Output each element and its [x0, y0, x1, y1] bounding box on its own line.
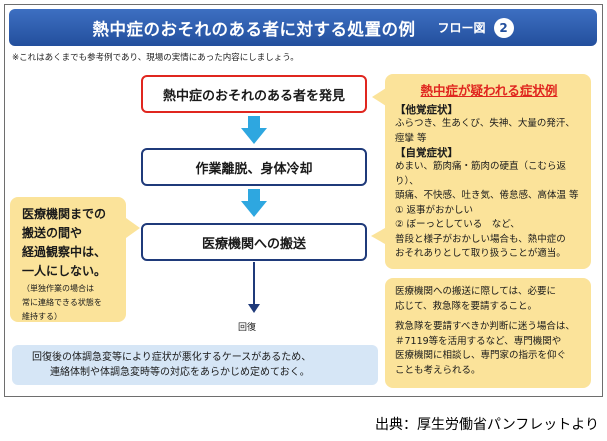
- arrow-down-icon: [241, 116, 267, 144]
- symptom-line: ② ぼーっとしている など、: [395, 219, 520, 230]
- symptoms-callout: 熱中症が疑われる症状例 【他覚症状】 ふらつき、生あくび、失神、大量の発汗、 痙…: [385, 74, 591, 269]
- transport-note-line: ことも考えられる。: [395, 364, 481, 376]
- callout-sub-line: （単独作業の場合は: [22, 284, 94, 293]
- callout-pointer: [371, 228, 385, 244]
- disclaimer-note: ※これはあくまでも参考例であり、現場の実情にあった内容にしましょう。: [12, 53, 299, 63]
- symptoms-title: 熱中症が疑われる症状例: [420, 83, 558, 98]
- transport-callout: 医療機関への搬送に際しては、必要に 応じて、救急隊を要請すること。 救急隊を要請…: [385, 278, 591, 388]
- objective-symptoms-heading: 【他覚症状】: [395, 104, 458, 116]
- symptom-line: ① 返事がおかしい: [395, 204, 474, 216]
- after-recovery-line: 連絡体制や体調急変時等の対応をあらかじめ定めておく。: [50, 367, 310, 378]
- symptom-line: 痙攣 等: [395, 132, 427, 144]
- callout-pointer: [372, 88, 386, 106]
- flow-end-recovery: 回復: [238, 323, 257, 333]
- callout-sub-line: 維持する）: [22, 312, 62, 321]
- after-recovery-note: 回復後の体調急変等により症状が悪化するケースがあるため、 連絡体制や体調急変時等…: [12, 345, 378, 385]
- callout-pointer: [126, 218, 140, 238]
- after-recovery-line: 回復後の体調急変等により症状が悪化するケースがあるため、: [32, 352, 312, 363]
- flow-step-discover: 熱中症のおそれのある者を発見: [141, 75, 367, 113]
- transport-note-line: 応じて、救急隊を要請すること。: [395, 300, 538, 312]
- symptom-line: 普段と様子がおかしい場合も、熱中症の: [395, 233, 566, 245]
- transport-note-line: ＃7119等を活用するなど、専門機関や: [395, 335, 562, 347]
- callout-main-line: 一人にしない。: [22, 264, 107, 278]
- flow-step-transport: 医療機関への搬送: [141, 223, 367, 261]
- arrow-head-icon: [248, 304, 260, 313]
- source-credit: 出典：厚生労働省パンフレットより: [375, 417, 599, 433]
- callout-main-line: 医療機関までの: [22, 207, 107, 221]
- left-callout: 医療機関までの 搬送の間や 経過観察中は、 一人にしない。 （単独作業の場合は …: [10, 197, 126, 322]
- callout-main-line: 搬送の間や: [22, 226, 83, 240]
- flow-connector-line: [253, 262, 255, 308]
- flow-step-cooling: 作業離脱、身体冷却: [141, 148, 367, 186]
- flow-number-badge: 2: [493, 17, 514, 38]
- subjective-symptoms-heading: 【自覚症状】: [395, 147, 458, 159]
- callout-main-line: 経過観察中は、: [22, 245, 107, 259]
- transport-note-line: 医療機関への搬送に際しては、必要に: [395, 286, 557, 297]
- symptom-line: ふらつき、生あくび、失神、大量の発汗、: [395, 118, 575, 129]
- symptom-line: おそれありとして取り扱うことが適当。: [395, 248, 566, 259]
- page-title: 熱中症のおそれのある者に対する処置の例: [92, 19, 416, 39]
- arrow-down-icon: [241, 189, 267, 217]
- callout-sub-line: 常に連絡できる状態を: [22, 298, 102, 307]
- transport-note-line: 医療機関に相談し、専門家の指示を仰ぐ: [395, 350, 567, 361]
- header-bar: 熱中症のおそれのある者に対する処置の例 フロー図 2: [9, 9, 597, 46]
- symptom-line: めまい、筋肉痛・筋肉の硬直（こむら返り）、: [395, 161, 567, 187]
- transport-note-line: 救急隊を要請すべきか判断に迷う場合は、: [395, 321, 575, 332]
- flow-label: フロー図: [437, 21, 486, 35]
- symptom-line: 頭痛、不快感、吐き気、倦怠感、高体温 等: [395, 190, 579, 201]
